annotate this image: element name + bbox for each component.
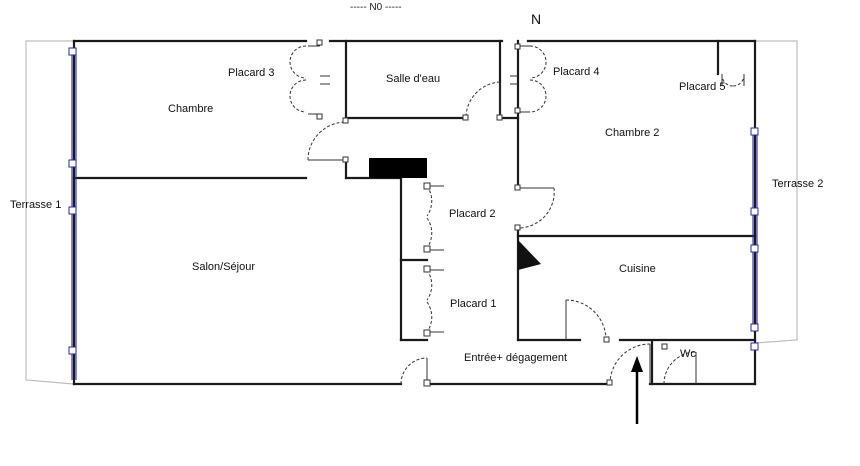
room-label-chambre-2: Chambre 2 bbox=[605, 127, 660, 139]
door-hinges bbox=[316, 39, 668, 387]
chimney-block bbox=[369, 158, 427, 178]
room-label-wc: Wc bbox=[680, 348, 696, 360]
room-label-placard-3: Placard 3 bbox=[228, 67, 275, 79]
room-label-placard-1: Placard 1 bbox=[450, 298, 497, 310]
cuisine-triangle bbox=[518, 240, 541, 270]
room-label-entree: Entrée+ dégagement bbox=[464, 352, 568, 364]
room-label-salon-sejour: Salon/Séjour bbox=[192, 261, 255, 273]
terrace-2-outline bbox=[754, 40, 798, 344]
room-label-cuisine: Cuisine bbox=[619, 263, 656, 275]
level-label: ----- N0 ----- bbox=[350, 2, 402, 13]
room-label-salle-deau: Salle d'eau bbox=[386, 73, 441, 85]
room-label-placard-2: Placard 2 bbox=[449, 208, 496, 220]
room-label-placard-5: Placard 5 bbox=[679, 81, 726, 93]
entrance-arrow bbox=[631, 356, 643, 424]
windows bbox=[71, 48, 758, 380]
room-label-terrasse-2: Terrasse 2 bbox=[772, 178, 824, 190]
room-label-terrasse-1: Terrasse 1 bbox=[10, 199, 62, 211]
window-nodes bbox=[68, 47, 759, 355]
terrace-1-outline bbox=[25, 40, 75, 385]
room-label-placard-4: Placard 4 bbox=[553, 66, 600, 78]
north-label: N bbox=[531, 11, 542, 27]
walls bbox=[72, 39, 757, 386]
room-label-chambre: Chambre bbox=[168, 103, 214, 115]
